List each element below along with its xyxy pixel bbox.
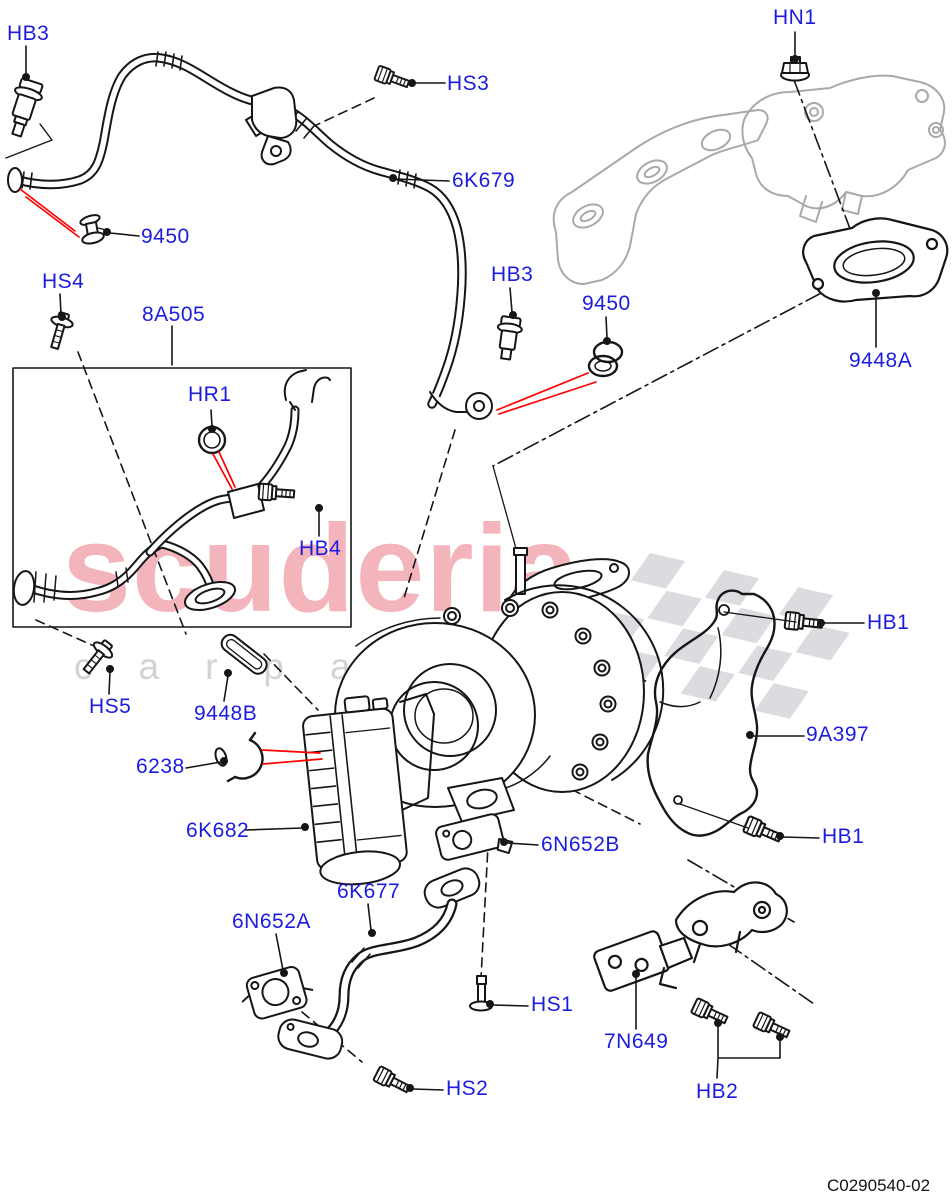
- 9a397-heat-shield-drawing: [646, 589, 776, 837]
- 6238-clip-drawing: [214, 731, 264, 783]
- 9448a-gasket-drawing: [802, 217, 949, 303]
- callout-8a505[interactable]: 8A505: [142, 303, 206, 326]
- callout-hb4[interactable]: HB4: [299, 537, 342, 560]
- callout-9448a[interactable]: 9448A: [849, 349, 913, 372]
- oil-drain-pipe-drawing: [277, 867, 481, 1060]
- callout-6n652b[interactable]: 6N652B: [541, 833, 620, 856]
- callout-6k679[interactable]: 6K679: [452, 169, 516, 192]
- callout-hs3[interactable]: HS3: [447, 72, 490, 95]
- 9450-top-clamp-drawing: [79, 214, 107, 245]
- callout-leader-lines: [21, 31, 880, 1093]
- callout-7n649[interactable]: 7N649: [604, 1030, 669, 1053]
- 6n652a-gasket-drawing: [241, 966, 314, 1020]
- watermark-brand-text: scuderia: [62, 500, 581, 638]
- callout-6k682[interactable]: 6K682: [186, 819, 250, 842]
- hb3-mid-fitting-drawing: [496, 315, 523, 361]
- diagram-reference-code: C0290540-02: [827, 1176, 931, 1195]
- exhaust-manifold-ghost-drawing: [552, 74, 946, 285]
- 9448b-gasket-drawing: [220, 633, 268, 675]
- hn1-nut-drawing: [780, 56, 810, 82]
- turbo-coolant-hose-drawing: [7, 51, 493, 420]
- hb4-bolt-drawing: [257, 482, 296, 503]
- callout-hb3-mid[interactable]: HB3: [491, 263, 534, 286]
- red-pointer-arrows: [19, 188, 597, 765]
- callout-9450-top[interactable]: 9450: [141, 225, 190, 248]
- turbocharger-drawing: [302, 547, 665, 886]
- callout-hb1-bottom[interactable]: HB1: [822, 825, 865, 848]
- callout-hr1[interactable]: HR1: [188, 383, 232, 406]
- hb3-top-fitting-drawing: [11, 77, 44, 138]
- hb1-bottom-bolt-drawing: [741, 814, 785, 847]
- callout-hs1[interactable]: HS1: [531, 993, 574, 1016]
- callout-9450-mid[interactable]: 9450: [582, 292, 631, 315]
- callout-hs2[interactable]: HS2: [446, 1077, 489, 1100]
- hb2-bolt2-drawing: [751, 1010, 793, 1043]
- hs2-bolt-drawing: [372, 1064, 413, 1098]
- callout-6k677[interactable]: 6K677: [337, 880, 401, 903]
- coolant-tube-assembly-box: [12, 367, 352, 628]
- callout-hs5[interactable]: HS5: [89, 695, 132, 718]
- callout-hs4[interactable]: HS4: [42, 270, 85, 293]
- callout-9a397[interactable]: 9A397: [806, 723, 870, 746]
- hs3-screw-drawing: [373, 64, 412, 93]
- callout-hb2[interactable]: HB2: [696, 1080, 739, 1103]
- 9450-mid-washers-drawing: [587, 340, 624, 378]
- callout-6n652a[interactable]: 6N652A: [232, 910, 311, 933]
- callout-hn1[interactable]: HN1: [773, 6, 817, 29]
- 7n649-bracket-drawing: [593, 881, 788, 992]
- callout-6238[interactable]: 6238: [136, 755, 185, 778]
- callout-9448b[interactable]: 9448B: [194, 702, 258, 725]
- callout-hb1-top[interactable]: HB1: [867, 611, 910, 634]
- hb2-bolt1-drawing: [689, 996, 731, 1029]
- callout-hb3-top[interactable]: HB3: [7, 22, 50, 45]
